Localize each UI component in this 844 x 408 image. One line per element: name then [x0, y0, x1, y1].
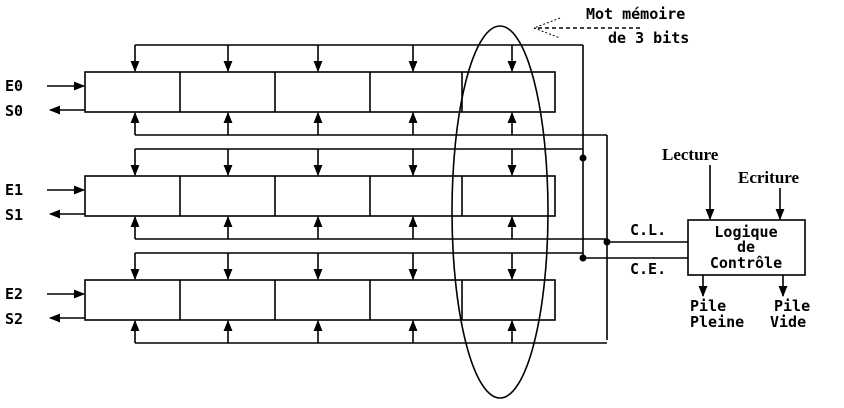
pile-pleine-label: Pleine	[690, 313, 744, 331]
pile-vide-label: Pile	[774, 297, 810, 315]
ecriture-label: Ecriture	[738, 168, 800, 187]
input-label: E2	[5, 285, 23, 303]
output-label: S1	[5, 206, 23, 224]
control-line: Logique	[714, 223, 777, 241]
input-label: E1	[5, 181, 23, 199]
control-line: de	[737, 238, 755, 256]
pile-vide-label: Vide	[770, 313, 806, 331]
memory-word-ellipse	[451, 25, 549, 399]
register-1	[84, 175, 556, 217]
register-0	[84, 71, 556, 113]
annotation-line1: Mot mémoire	[586, 5, 685, 23]
output-label: S0	[5, 102, 23, 120]
control-line: Contrôle	[710, 254, 782, 272]
control-logic-box	[687, 219, 806, 276]
junction-dot	[579, 154, 587, 162]
annotation-line2: de 3 bits	[608, 29, 689, 47]
input-label: E0	[5, 77, 23, 95]
register-2	[84, 279, 556, 321]
pile-pleine-label: Pile	[690, 297, 726, 315]
ce-label: C.E.	[630, 260, 666, 278]
cl-label: C.L.	[630, 221, 666, 239]
lecture-label: Lecture	[662, 145, 719, 164]
annotation-arrowhead	[532, 17, 561, 39]
output-label: S2	[5, 310, 23, 328]
